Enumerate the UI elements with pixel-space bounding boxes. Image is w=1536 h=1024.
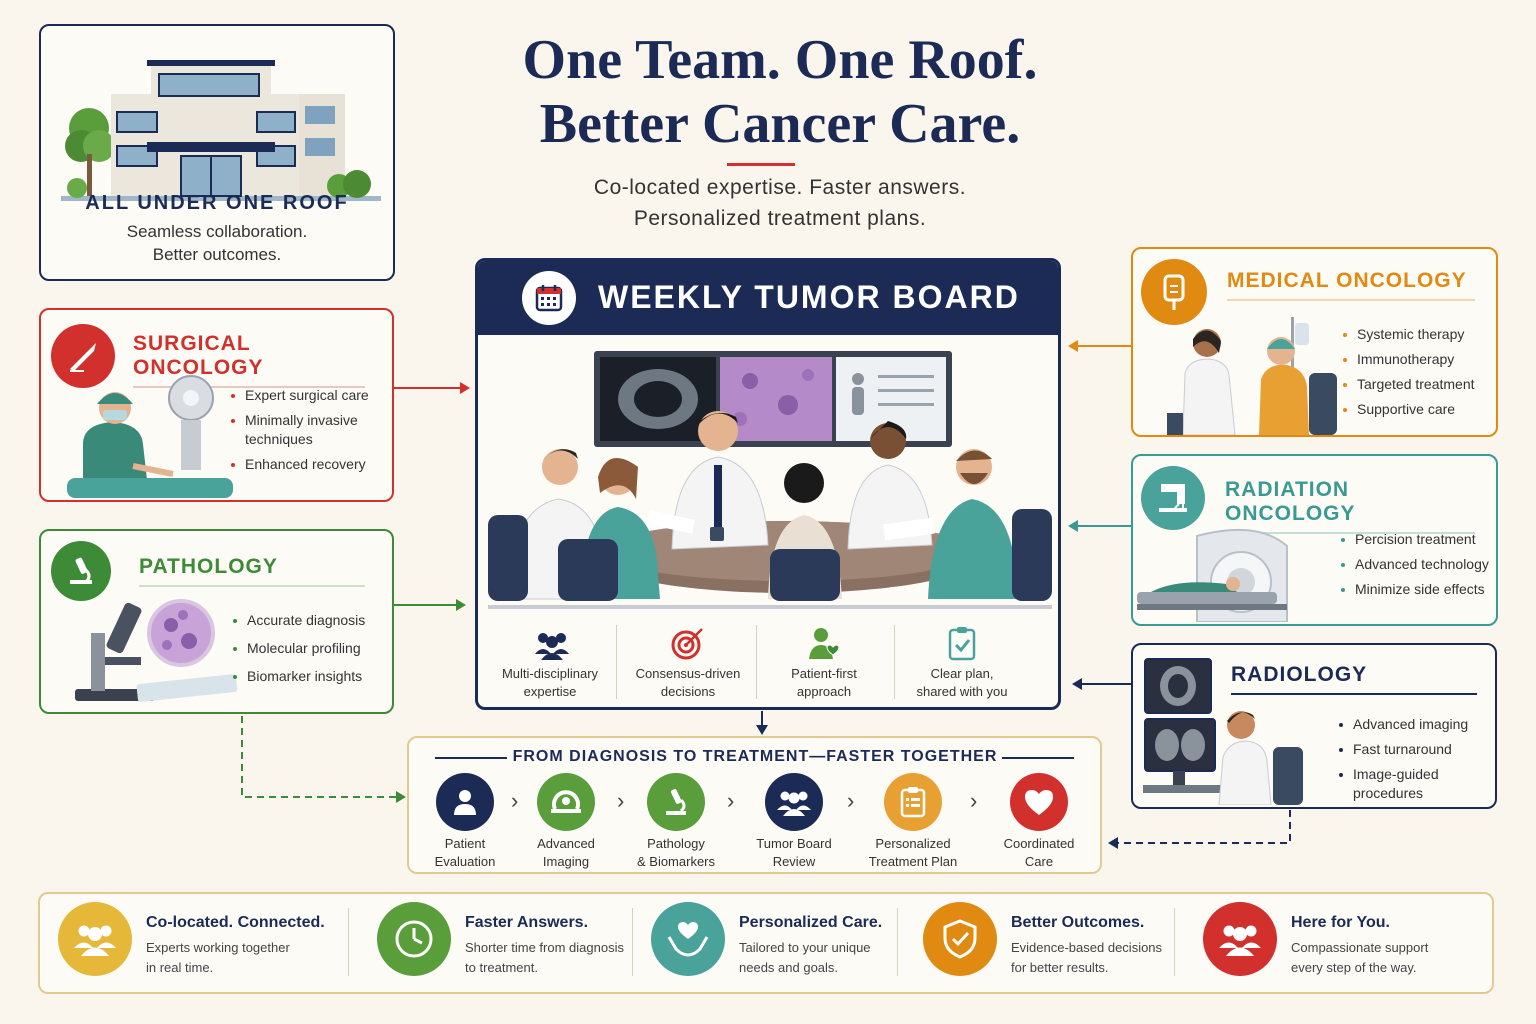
pathology-card: PATHOLOGY Accurate diagnosis Molecular p… (39, 529, 394, 714)
microscope-icon (647, 773, 705, 831)
group-icon (765, 773, 823, 831)
iv-bag-icon (1141, 259, 1207, 325)
shield-check-icon (923, 902, 997, 976)
surgeon-illustration (67, 375, 233, 498)
radiation-title: RADIATION ONCOLOGY (1225, 478, 1475, 534)
surgical-item: Enhanced recovery (231, 455, 381, 474)
patient-heart-icon (804, 623, 844, 663)
group-icon (1203, 902, 1277, 976)
clock-icon (377, 902, 451, 976)
tumor-board-card: WEEKLY TUMOR BOARD (475, 258, 1061, 710)
chevron-right-icon: › (511, 788, 519, 813)
hands-heart-icon (651, 902, 725, 976)
medical-item: Immunotherapy (1343, 350, 1493, 369)
surgical-item: Minimally invasive techniques (231, 411, 381, 449)
benefit-faster-answers: Faster Answers. Shorter time from diagno… (377, 900, 627, 984)
clipboard-check-icon (942, 623, 982, 663)
radiology-list: Advanced imaging Fast turnaround Image-g… (1339, 715, 1489, 809)
scalpel-icon (51, 324, 115, 388)
clipboard-icon (884, 773, 942, 831)
scanner-icon (537, 773, 595, 831)
surgical-oncology-card: SURGICAL ONCOLOGY Expert surgical care M… (39, 308, 394, 502)
subtitle-line2: Personalized treatment plans. (633, 207, 927, 230)
benefit-personalized-care: Personalized Care. Tailored to your uniq… (651, 900, 891, 984)
benefit-here-for-you: Here for You. Compassionate support ever… (1203, 900, 1473, 984)
linear-accelerator-icon (1141, 466, 1205, 530)
pathology-list: Accurate diagnosis Molecular profiling B… (233, 611, 383, 692)
benefit-better-outcomes: Better Outcomes. Evidence-based decision… (923, 900, 1169, 984)
roof-card: ALL UNDER ONE ROOF Seamless collaboratio… (39, 24, 395, 281)
medical-title: MEDICAL ONCOLOGY (1227, 269, 1475, 301)
radiation-item: Minimize side effects (1341, 580, 1493, 599)
step-pathology-biomarkers: Pathology& Biomarkers (621, 773, 731, 871)
pathology-item: Accurate diagnosis (233, 611, 383, 630)
tumor-board-meeting-illustration (488, 351, 1052, 609)
roof-line1: Seamless collaboration. (126, 222, 308, 241)
pathology-title: PATHOLOGY (139, 555, 365, 587)
radiology-item: Image-guided procedures (1339, 765, 1449, 803)
doctor-patient-illustration (1167, 317, 1337, 435)
radiation-item: Advanced technology (1341, 555, 1493, 574)
radiology-title: RADIOLOGY (1231, 663, 1477, 695)
tumor-board-title: WEEKLY TUMOR BOARD (598, 279, 1020, 315)
title-divider (727, 163, 795, 166)
calendar-icon (522, 271, 576, 325)
page-title-line2: Better Cancer Care. (539, 93, 1021, 155)
heart-icon (1010, 773, 1068, 831)
medical-list: Systemic therapy Immunotherapy Targeted … (1343, 325, 1493, 425)
hospital-building-illustration (61, 60, 381, 201)
medical-item: Systemic therapy (1343, 325, 1493, 344)
radiation-list: Percision treatment Advanced technology … (1341, 530, 1493, 605)
microscope-illustration (75, 599, 238, 702)
surgical-list: Expert surgical care Minimally invasive … (231, 386, 381, 480)
person-icon (436, 773, 494, 831)
team-icon (532, 625, 572, 665)
team-icon (58, 902, 132, 976)
pathway-card: FROM DIAGNOSIS TO TREATMENT—FASTER TOGET… (407, 736, 1102, 874)
microscope-icon (51, 541, 111, 601)
pathology-item: Biomarker insights (233, 667, 383, 686)
radiation-machine-illustration (1137, 528, 1288, 622)
chevron-right-icon: › (617, 788, 625, 813)
page-title-line1: One Team. One Roof. (522, 29, 1038, 91)
subtitle-line1: Co-located expertise. Faster answers. (593, 176, 967, 199)
chevron-right-icon: › (970, 788, 978, 813)
radiology-item: Advanced imaging (1339, 715, 1489, 734)
roof-heading: ALL UNDER ONE ROOF (85, 192, 349, 214)
benefit-colocated: Co-located. Connected. Experts working t… (58, 900, 338, 984)
pathway-title: FROM DIAGNOSIS TO TREATMENT—FASTER TOGET… (512, 748, 998, 765)
surgical-item: Expert surgical care (231, 386, 381, 405)
radiology-card: RADIOLOGY Advanced imaging Fast turnarou… (1131, 643, 1497, 809)
radiation-item: Percision treatment (1341, 530, 1493, 549)
radiology-item: Fast turnaround (1339, 740, 1489, 759)
surgical-title: SURGICAL ONCOLOGY (133, 332, 365, 388)
target-icon (668, 623, 708, 663)
feature-clear-plan: Clear plan,shared with you (916, 666, 1008, 699)
chevron-right-icon: › (727, 788, 735, 813)
pathology-item: Molecular profiling (233, 639, 383, 658)
medical-oncology-card: MEDICAL ONCOLOGY Systemic therapy Immuno… (1131, 247, 1498, 437)
radiologist-workstation-illustration (1143, 658, 1303, 805)
medical-item: Targeted treatment (1343, 375, 1493, 394)
roof-line2: Better outcomes. (152, 245, 282, 264)
radiation-oncology-card: RADIATION ONCOLOGY Percision treatment A… (1131, 454, 1498, 626)
chevron-right-icon: › (847, 788, 855, 813)
medical-item: Supportive care (1343, 400, 1493, 419)
